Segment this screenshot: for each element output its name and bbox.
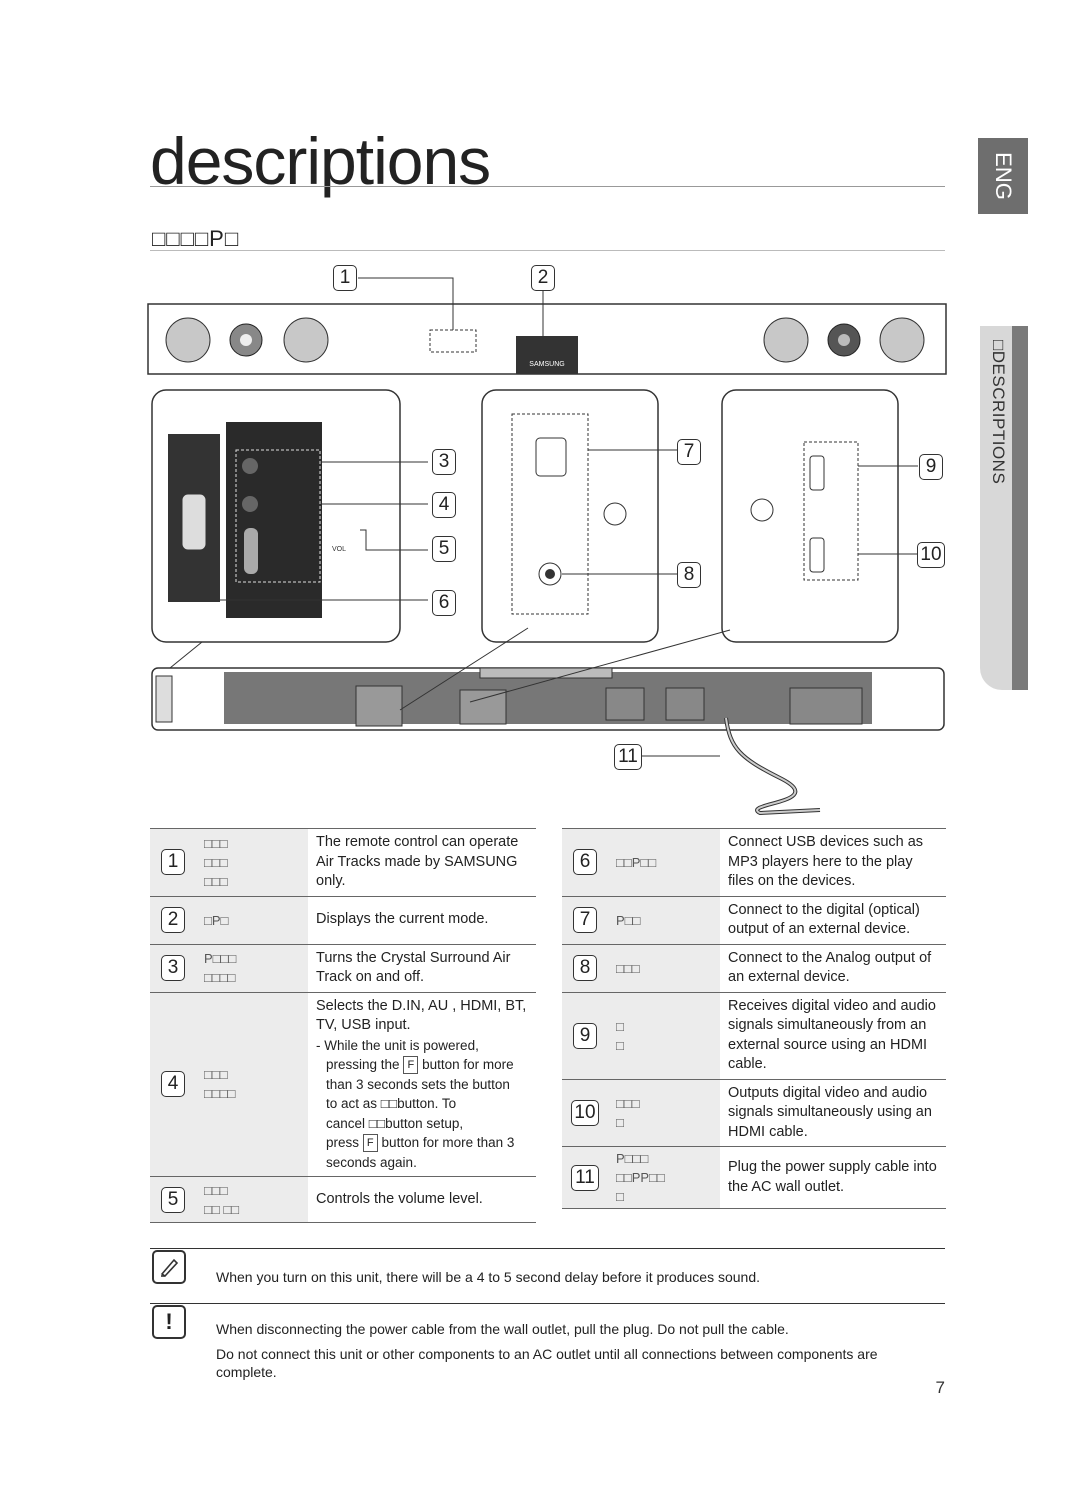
row-number: 5 — [161, 1186, 185, 1213]
hdmi-out-port — [809, 537, 825, 573]
item-description: Receives digital video and audio signals… — [720, 992, 946, 1080]
caution-text: Do not connect this unit or other compon… — [216, 1346, 878, 1380]
item-label: □□□ □ — [608, 1079, 720, 1147]
row-number: 9 — [573, 1022, 597, 1049]
item-description: The remote control can operate Air Track… — [308, 828, 536, 897]
item-label: □□□ — [608, 944, 720, 993]
rear-panel-detail — [481, 389, 659, 643]
item-label: □ □ — [608, 992, 720, 1080]
callout-6: 6 — [432, 590, 456, 616]
item-description: Turns the Crystal Surround Air Track on … — [308, 944, 536, 993]
item-label: □□□ □□ □□ — [196, 1176, 308, 1223]
row-number: 3 — [161, 955, 185, 981]
table-row: 1 □□□ □□□ □□□ The remote control can ope… — [150, 828, 536, 897]
volume-button — [244, 528, 258, 574]
callout-8: 8 — [677, 562, 701, 588]
table-row: 3 P□□□ □□□□ Turns the Crystal Surround A… — [150, 944, 536, 993]
caution-rule — [150, 1303, 945, 1304]
callout-1: 1 — [333, 265, 357, 291]
table-row: 11 P□□□ □□PP□□ □ Plug the power supply c… — [562, 1146, 946, 1209]
item-description: Connect to the digital (optical) output … — [720, 896, 946, 945]
item-description: Controls the volume level. — [308, 1176, 536, 1223]
table-row: 6 □□P□□ Connect USB devices such as MP3 … — [562, 828, 946, 897]
speaker-icon — [879, 317, 925, 363]
power-button — [242, 458, 258, 474]
row-number: 2 — [161, 907, 185, 933]
function-button-icon: F — [403, 1056, 419, 1075]
page-title: descriptions — [150, 124, 491, 198]
hdmi-in-port — [809, 455, 825, 491]
callout-5: 5 — [432, 536, 456, 562]
note-text: When you turn on this unit, there will b… — [216, 1269, 760, 1285]
language-tab: ENG — [978, 138, 1028, 214]
item-label: □P□ — [196, 896, 308, 945]
title-rule — [150, 186, 945, 187]
description-table-right: 6 □□P□□ Connect USB devices such as MP3 … — [562, 828, 946, 1209]
item-description: Outputs digital video and audio signals … — [720, 1079, 946, 1147]
callout-11: 11 — [614, 744, 642, 770]
page-number: 7 — [935, 1378, 945, 1397]
item-label: □□□ □□□□ — [196, 992, 308, 1177]
item-description: Displays the current mode. — [308, 896, 536, 945]
row-number: 8 — [573, 955, 597, 981]
product-diagram: SAMSUNG VOL — [147, 277, 947, 816]
function-button-icon: F — [362, 1134, 378, 1153]
speaker-icon — [165, 317, 211, 363]
chapter-tab-edge — [1012, 326, 1028, 690]
item-description: Selects the D.IN, AU , HDMI, BT, TV, USB… — [308, 992, 536, 1177]
function-button — [242, 496, 258, 512]
optical-port — [535, 437, 567, 477]
row-number: 6 — [573, 849, 597, 876]
item-label: □□□ □□□ □□□ — [196, 828, 308, 897]
display-panel — [516, 336, 578, 374]
item-label: P□□□ □□PP□□ □ — [608, 1146, 720, 1209]
speaker-icon — [283, 317, 329, 363]
callout-10: 10 — [917, 542, 945, 568]
note-icon — [152, 1250, 186, 1284]
callout-2: 2 — [531, 265, 555, 291]
row-number: 1 — [161, 849, 185, 876]
button-glyph-icon: □□ — [380, 1096, 398, 1111]
row-number: 7 — [573, 907, 597, 933]
table-row: 7 P□□ Connect to the digital (optical) o… — [562, 896, 946, 945]
section-title: □□□□P□ — [152, 226, 240, 251]
callout-7: 7 — [677, 439, 701, 465]
table-row: 10 □□□ □ Outputs digital video and audio… — [562, 1079, 946, 1147]
callout-3: 3 — [432, 449, 456, 475]
description-table-left: 1 □□□ □□□ □□□ The remote control can ope… — [150, 828, 536, 1223]
item-description: Connect to the Analog output of an exter… — [720, 944, 946, 993]
screw-icon — [603, 502, 627, 526]
speaker-icon — [763, 317, 809, 363]
item-description: Connect USB devices such as MP3 players … — [720, 828, 946, 897]
table-row: 8 □□□ Connect to the Analog output of an… — [562, 944, 946, 993]
caution-text: When disconnecting the power cable from … — [216, 1321, 789, 1337]
row-number: 10 — [571, 1099, 599, 1126]
table-row: 4 □□□ □□□□ Selects the D.IN, AU , HDMI, … — [150, 992, 536, 1177]
item-label: P□□□ □□□□ — [196, 944, 308, 993]
chapter-label: □DESCRIPTIONS — [989, 340, 1008, 485]
vol-label: VOL — [332, 546, 346, 553]
section-rule — [150, 250, 945, 251]
hdmi-panel-detail — [721, 389, 899, 643]
note-rule — [150, 1248, 945, 1249]
button-glyph-icon: □□ — [368, 1115, 386, 1131]
row-number: 4 — [161, 1071, 185, 1098]
samsung-logo: SAMSUNG — [529, 361, 564, 368]
table-row: 5 □□□ □□ □□ Controls the volume level. — [150, 1176, 536, 1223]
caution-icon: ! — [152, 1305, 186, 1339]
row-number: 11 — [571, 1164, 599, 1191]
item-description: Plug the power supply cable into the AC … — [720, 1146, 946, 1209]
table-row: 2 □P□ Displays the current mode. — [150, 896, 536, 945]
item-label: □□P□□ — [608, 828, 720, 897]
screw-icon — [750, 498, 774, 522]
callout-4: 4 — [432, 492, 456, 518]
callout-9: 9 — [919, 454, 943, 480]
item-label: P□□ — [608, 896, 720, 945]
table-row: 9 □ □ Receives digital video and audio s… — [562, 992, 946, 1080]
